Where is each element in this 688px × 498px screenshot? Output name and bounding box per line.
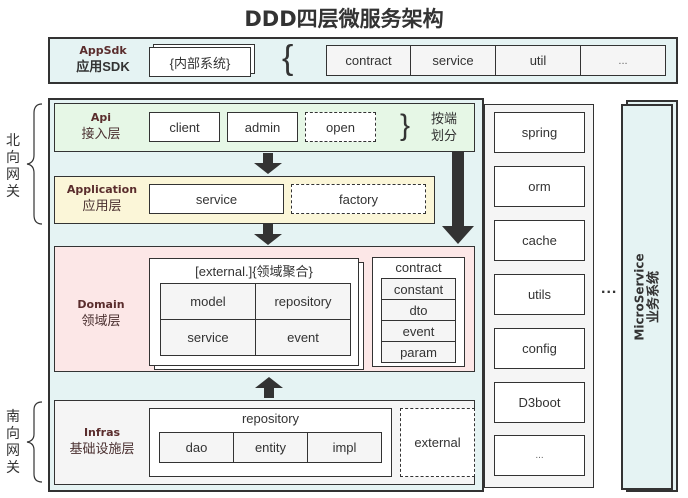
north-gateway-brace xyxy=(26,103,43,225)
bypass-down-arrow-icon xyxy=(442,152,474,244)
internal-system-box: {内部系统} xyxy=(149,47,251,77)
contract-item: dto xyxy=(381,299,456,321)
south-gateway-char: 网 xyxy=(6,442,20,458)
api-item-open: open xyxy=(305,112,376,142)
infras-label-cn: 基础设施层 xyxy=(69,441,135,456)
api-note-line2: 划分 xyxy=(431,128,458,143)
api-note-line1: 按端 xyxy=(431,111,458,126)
north-gateway-char: 关 xyxy=(6,183,20,199)
common-item-utils: utils xyxy=(494,274,585,315)
up-arrow-icon xyxy=(255,377,283,398)
microservice-label: MicroService 业务系统 xyxy=(621,104,673,490)
app-sdk-item: ... xyxy=(580,45,666,76)
api-layer-label: Api 接入层 xyxy=(64,110,138,142)
application-layer-label: Application 应用层 xyxy=(60,182,144,214)
microservice-label-cn: 业务系统 xyxy=(646,271,661,324)
domain-layer-label: Domain 领域层 xyxy=(64,297,138,329)
application-item-factory: factory xyxy=(291,184,426,214)
external-box: external xyxy=(400,408,475,477)
south-gateway-char: 南 xyxy=(6,408,20,424)
contract-item: param xyxy=(381,341,456,363)
down-arrow-icon xyxy=(254,153,282,174)
domain-label-en: Domain xyxy=(77,298,125,311)
diagram-title: DDD四层微服务架构 xyxy=(244,7,444,31)
app-sdk-label-cn: 应用SDK xyxy=(76,59,130,74)
repository-item-dao: dao xyxy=(159,432,234,463)
app-sdk-item: contract xyxy=(326,45,411,76)
north-gateway-char: 北 xyxy=(6,132,20,148)
app-sdk-label: AppSdk 应用SDK xyxy=(66,43,140,75)
common-item-d3boot: D3boot xyxy=(494,382,585,423)
api-item-client: client xyxy=(149,112,220,142)
domain-label-cn: 领域层 xyxy=(81,313,121,328)
contract-item: event xyxy=(381,320,456,342)
app-sdk-item: service xyxy=(410,45,496,76)
infras-label-en: Infras xyxy=(83,426,121,439)
south-gateway-brace xyxy=(26,401,43,483)
aggregate-cell-event: event xyxy=(255,319,351,356)
app-sdk-label-en: AppSdk xyxy=(79,44,127,57)
aggregate-cell-repository: repository xyxy=(255,283,351,320)
contract-title: contract xyxy=(395,260,442,275)
application-label-en: Application xyxy=(66,183,138,196)
aggregate-title: [external.]{领域聚合} xyxy=(195,264,313,279)
down-arrow-icon xyxy=(254,224,282,245)
repository-item-entity: entity xyxy=(233,432,308,463)
api-item-admin: admin xyxy=(227,112,298,142)
repository-title: repository xyxy=(241,411,300,426)
south-gateway-char: 向 xyxy=(6,425,20,441)
north-gateway-char: 向 xyxy=(6,149,20,165)
app-sdk-brace: { xyxy=(282,39,294,77)
api-label-en: Api xyxy=(90,111,112,124)
api-note: 按端 划分 xyxy=(431,110,457,144)
common-item-cache: cache xyxy=(494,220,585,261)
aggregate-cell-service: service xyxy=(160,319,256,356)
common-item-spring: spring xyxy=(494,112,585,153)
common-item-more: ... xyxy=(494,435,585,476)
api-brace: } xyxy=(400,109,411,142)
more-services-ellipsis: ... xyxy=(601,280,618,297)
app-sdk-item: util xyxy=(495,45,581,76)
common-item-config: config xyxy=(494,328,585,369)
infras-layer-label: Infras 基础设施层 xyxy=(60,425,144,457)
south-gateway-char: 关 xyxy=(6,459,20,475)
aggregate-cell-model: model xyxy=(160,283,256,320)
microservice-box xyxy=(621,104,673,490)
api-label-cn: 接入层 xyxy=(81,126,121,141)
repository-item-impl: impl xyxy=(307,432,382,463)
north-gateway-char: 网 xyxy=(6,166,20,182)
contract-item: constant xyxy=(381,278,456,300)
common-item-orm: orm xyxy=(494,166,585,207)
application-item-service: service xyxy=(149,184,284,214)
application-label-cn: 应用层 xyxy=(82,198,122,213)
